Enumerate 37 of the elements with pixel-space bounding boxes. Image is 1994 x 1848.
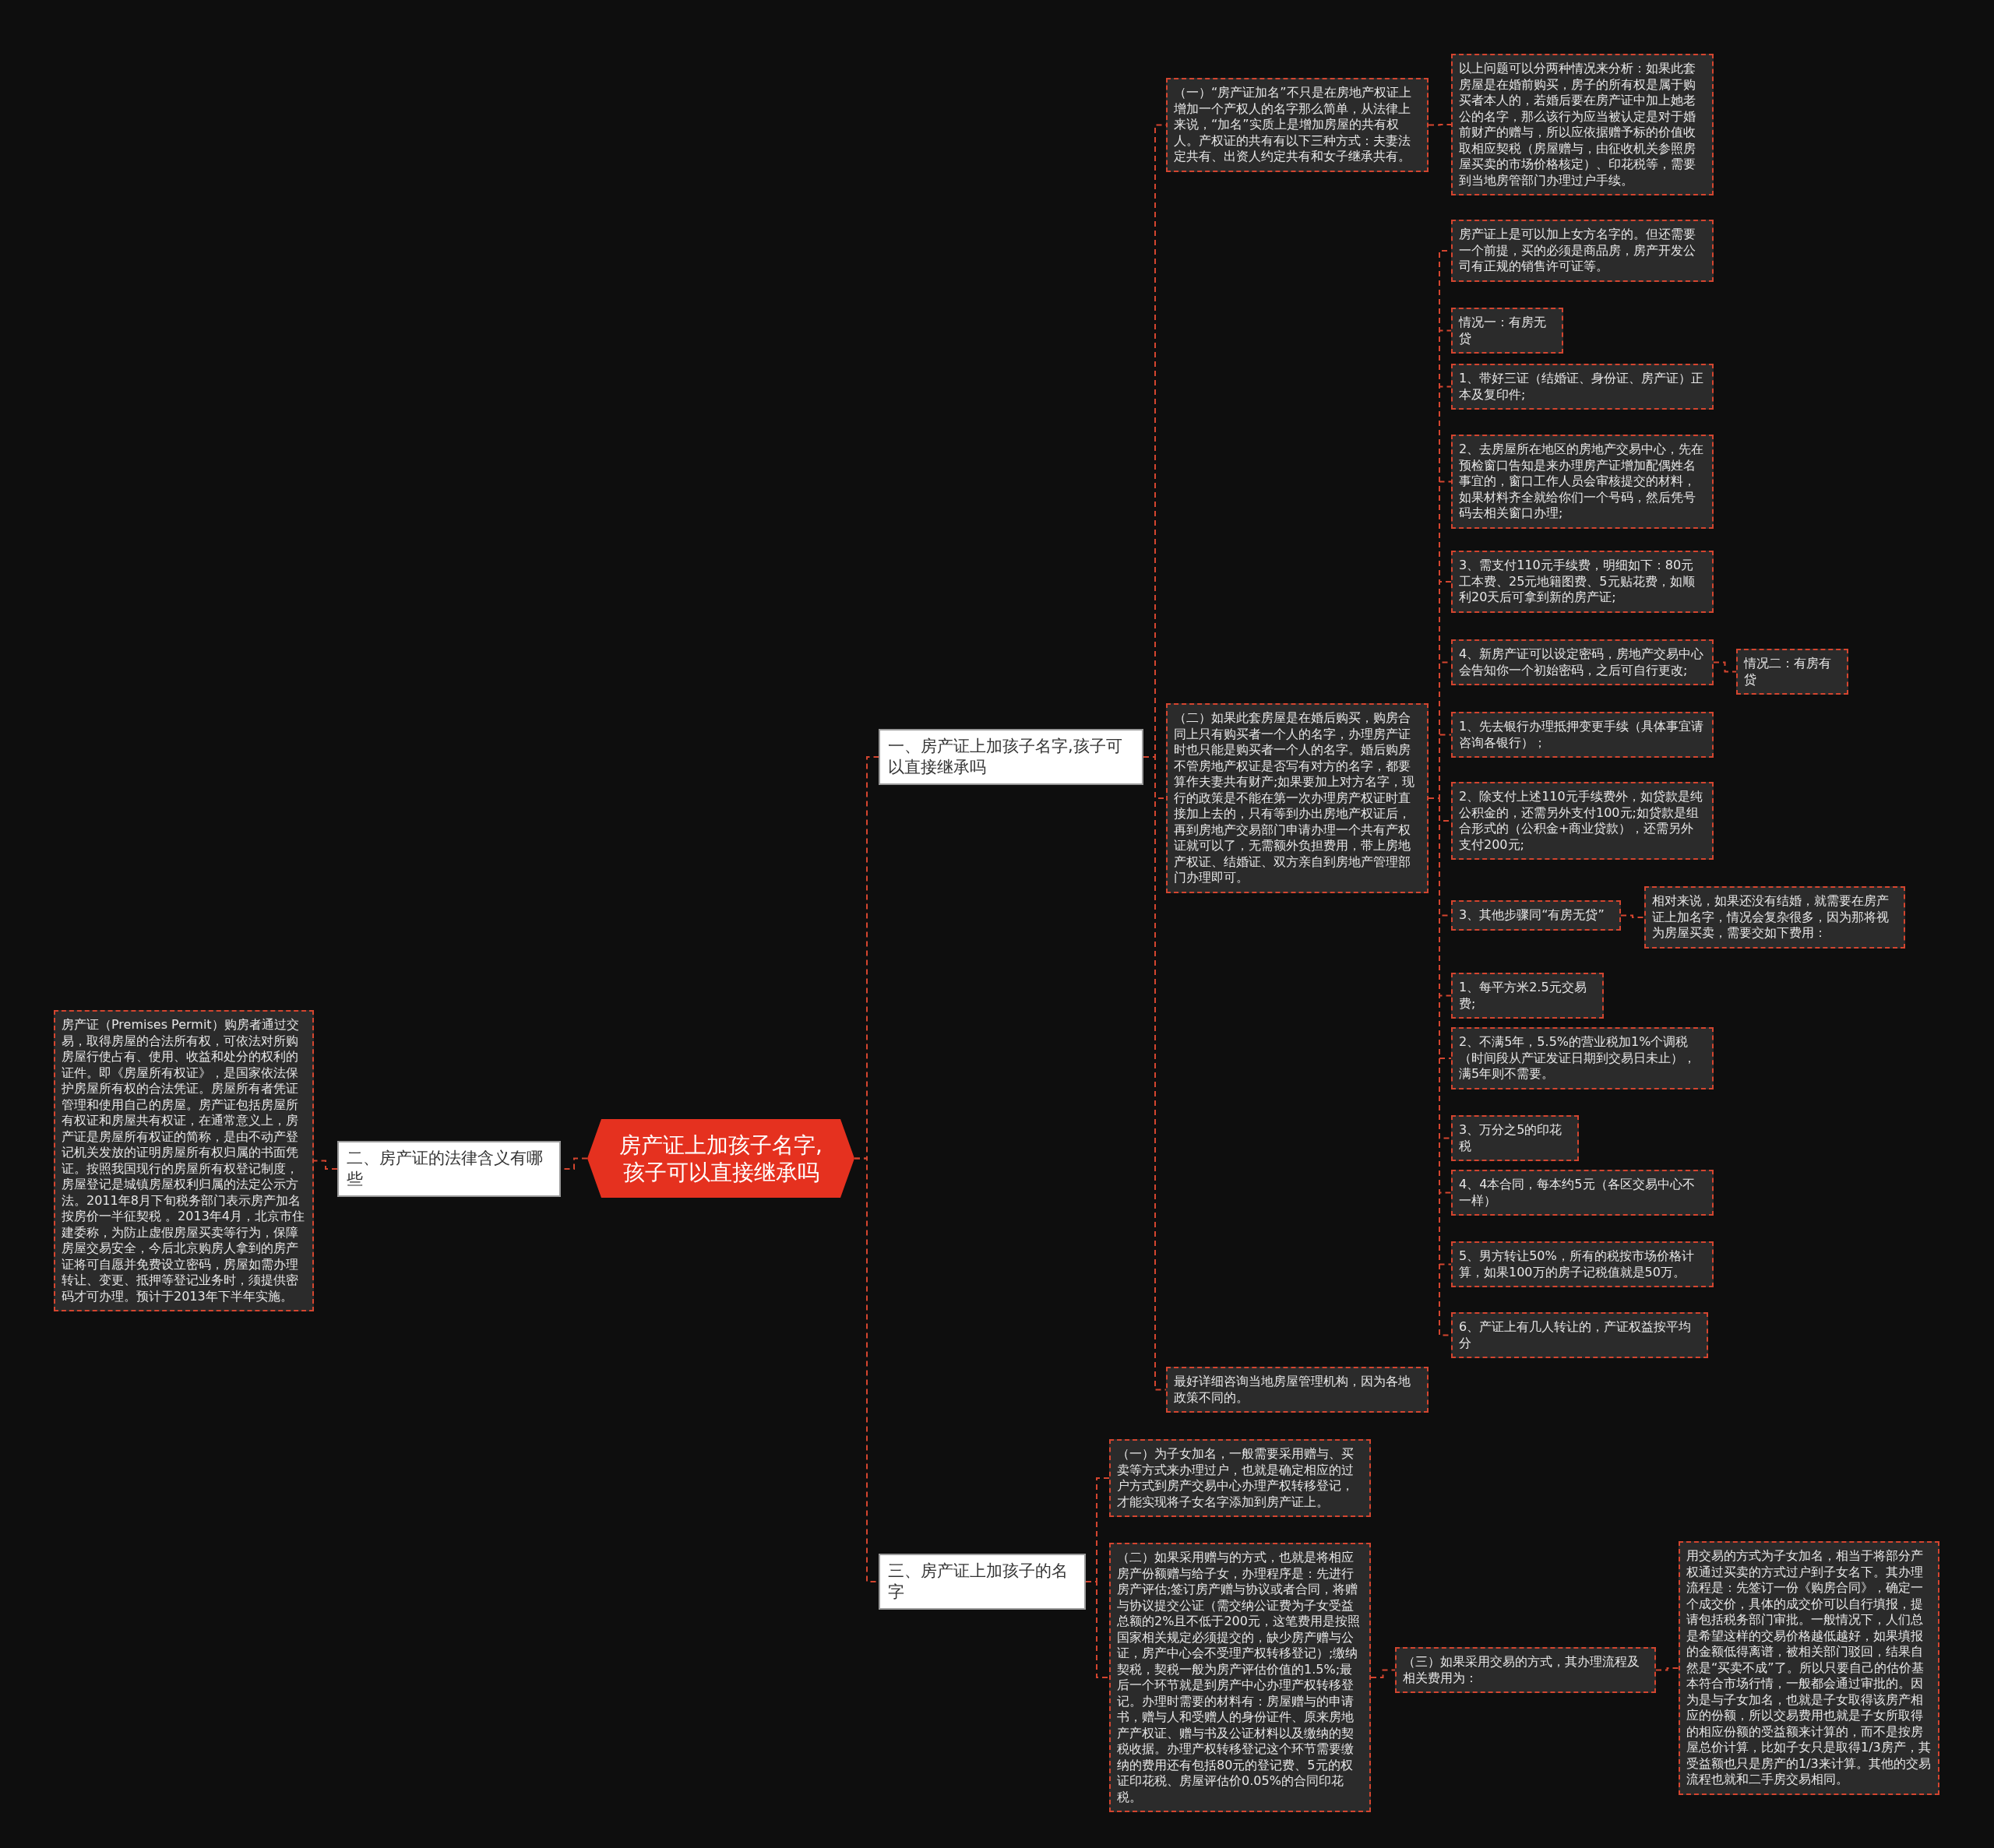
connector-line — [1085, 1581, 1110, 1678]
connector-line — [1428, 124, 1452, 126]
note-box: 4、4本合同，每本约5元（各区交易中心不一样） — [1451, 1170, 1714, 1216]
connector-line — [1655, 1667, 1679, 1671]
note-box: 6、产证上有几人转让的，产证权益按平均分 — [1451, 1312, 1708, 1358]
central-topic: 房产证上加孩子名字,孩子可以直接继承吗 — [587, 1119, 854, 1198]
note-box: 3、万分之5的印花税 — [1451, 1115, 1579, 1161]
note-box: （一）“房产证加名”不只是在房地产权证上增加一个产权人的名字那么简单，从法律上来说，“加名”实质上是增加房屋的共有权人。产权证的共有有以下三种方式：夫妻法定共有、出资人约定共有和女子继承共有。 — [1166, 78, 1429, 172]
connector-line — [313, 1160, 338, 1170]
note-box: 情况一：有房无贷 — [1451, 308, 1563, 354]
note-box: 2、不满5年，5.5%的营业税加1%个调税（时间段从产证发证日期到交易日未止），满5年则不需要。 — [1451, 1027, 1714, 1089]
note-box: 相对来说，如果还没有结婚，就需要在房产证上加名字，情况会复杂很多，因为那将视为房屋买卖，需要交如下费用： — [1644, 886, 1905, 949]
note-box: 5、男方转让50%，所有的税按市场价格计算，如果100万的房子记税值就是50万。 — [1451, 1241, 1714, 1287]
note-box: 1、每平方米2.5元交易费; — [1451, 973, 1604, 1019]
note-box: 房产证（Premises Permit）购房者通过交易，取得房屋的合法所有权，可依法对所购房屋行使占有、使用、收益和处分的权利的证件。即《房屋所有权证》，是国家依法保护房屋所有权的合法凭证。房屋所有者凭证管理和使用自己的房屋。房产证包括房屋所有权证和房屋共有权证，在通常意义上，房产证是房屋所有权证的简称，是由不动产登记机关发放的证明房屋所有权归属的书面凭证。按照我国现行的房屋所有权登记制度，房屋登记是城镇房屋权利归属的法定公示方法。2011年8月下旬税务部门表示房产加名按房价一半征契税 。2013年4月，北京市住建委称，为防止虚假房屋买卖等行为，保障房屋交易安全，今后北京购房人拿到的房产证将可自愿并免费设立密码，房屋如需办理转让、变更、抵押等登记业务时，须提供密码才可办理。预计于2013年下半年实施。 — [54, 1010, 314, 1311]
note-box: （三）如果采用交易的方式，其办理流程及相关费用为： — [1395, 1647, 1656, 1693]
note-box: （二）如果采用赠与的方式，也就是将相应房产份额赠与给子女，办理程序是：先进行房产评估;签订房产赠与协议或者合同，将赠与协议提交公证（需交纳公证费为子女受益总额的2%且不低于200元，这笔费用是按照国家相关规定必须提交的，缺少房产赠与公证，房产中心会不受理产权转移登记）;缴纳契税，契税一般为房产评估价值的1.5%;最后一个环节就是到房产中心办理产权转移登记。办理时需要的材料有：房屋赠与的申请书，赠与人和受赠人的身份证件、原来房地产产权证、赠与书及公证材料以及缴纳的契税收据。办理产权转移登记这个环节需要缴纳的费用还有包括80元的登记费、5元的权证印花税、房屋评估价0.05%的合同印花税。 — [1109, 1543, 1371, 1812]
note-box: 3、其他步骤同“有房无贷” — [1451, 900, 1621, 931]
note-box: 2、去房屋所在地区的房地产交易中心，先在预检窗口告知是来办理房产证增加配偶姓名事宜的，窗口工作人员会审核提交的材料，如果材料齐全就给你们一个号码，然后凭号码去相关窗口办理; — [1451, 435, 1714, 529]
note-box: 房产证上是可以加上女方名字的。但还需要一个前提，买的必须是商品房，房产开发公司有正规的销售许可证等。 — [1451, 220, 1714, 282]
note-box: 2、除支付上述110元手续费外，如贷款是纯公积金的，还需另外支付100元;如贷款是组合形式的（公积金+商业贷款），还需另外支付200元; — [1451, 782, 1714, 860]
note-box: 以上问题可以分两种情况来分析：如果此套房屋是在婚前购买，房子的所有权是属于购买者本人的，若婚后要在房产证中加上她老公的名字，那么该行为应当被认定是对于婚前财产的赠与，所以应依据赠予标的价值收取相应契税（房屋赠与，由征收机关参照房屋买卖的市场价格核定）、印花税等，需要到当地房管部门办理过户手续。 — [1451, 54, 1714, 195]
branch-topic-box: 三、房产证上加孩子的名字 — [879, 1554, 1086, 1610]
note-box: 4、新房产证可以设定密码，房地产交易中心会告知你一个初始密码，之后可自行更改; — [1451, 639, 1714, 685]
note-box: （一）为子女加名，一般需要采用赠与、买卖等方式来办理过户，也就是确定相应的过户方式到房产交易中心办理产权转移登记，才能实现将子女名字添加到房产证上。 — [1109, 1439, 1371, 1517]
connector-line — [1370, 1669, 1396, 1678]
branch-topic-box: 二、房产证的法律含义有哪些 — [337, 1141, 561, 1197]
note-box: 1、带好三证（结婚证、身份证、房产证）正本及复印件; — [1451, 364, 1714, 410]
branch-topic-box: 一、房产证上加孩子名字,孩子可以直接继承吗 — [879, 729, 1143, 785]
note-box: 3、需支付110元手续费，明细如下：80元工本费、25元地籍图费、5元贴花费，如顺利20天后可拿到新的房产证; — [1451, 551, 1714, 613]
connector-line — [1713, 661, 1737, 673]
note-box: （二）如果此套房屋是在婚后购买，购房合同上只有购买者一个人的名字，办理房产证时也只能是购买者一个人的名字。婚后购房不管房地产权证是否写有对方的名字，都要算作夫妻共有财产;如果要加上对方名字，现行的政策是不能在第一次办理房产权证时直接加上去的，只有等到办出房地产权证后，再到房地产交易部门申请办理一个共有产权证就可以了，无需额外负担费用，带上房地产权证、结婚证、双方亲自到房地产管理部门办理即可。 — [1166, 703, 1429, 893]
note-box: 情况二：有房有贷 — [1736, 649, 1848, 695]
note-box: 1、先去银行办理抵押变更手续（具体事宜请咨询各银行）； — [1451, 712, 1714, 758]
note-box: 最好详细咨询当地房屋管理机构，因为各地政策不同的。 — [1166, 1367, 1429, 1413]
note-box: 用交易的方式为子女加名，相当于将部分产权通过买卖的方式过户到子女名下。其办理流程是：先签订一份《购房合同》，确定一个成交价，具体的成交价可以自行填报，提请包括税务部门审批。一般情况下，人们总是希望这样的交易价格越低越好，如果填报的金额低得离谱，被相关部门驳回，结果自然是“买卖不成”了。所以只要自己的估价基本符合市场行情，一般都会通过审批的。因为是与子女加名，也就是子女取得该房产相应的份额，所以交易费用也就是子女所取得的相应份额的受益额来计算的，而不是按房屋总价计算，比如子女只是取得1/3房产，其受益额也只是房产的1/3来计算。其他的交易流程也就和二手房交易相同。 — [1679, 1541, 1939, 1795]
connector-line — [1620, 914, 1645, 918]
